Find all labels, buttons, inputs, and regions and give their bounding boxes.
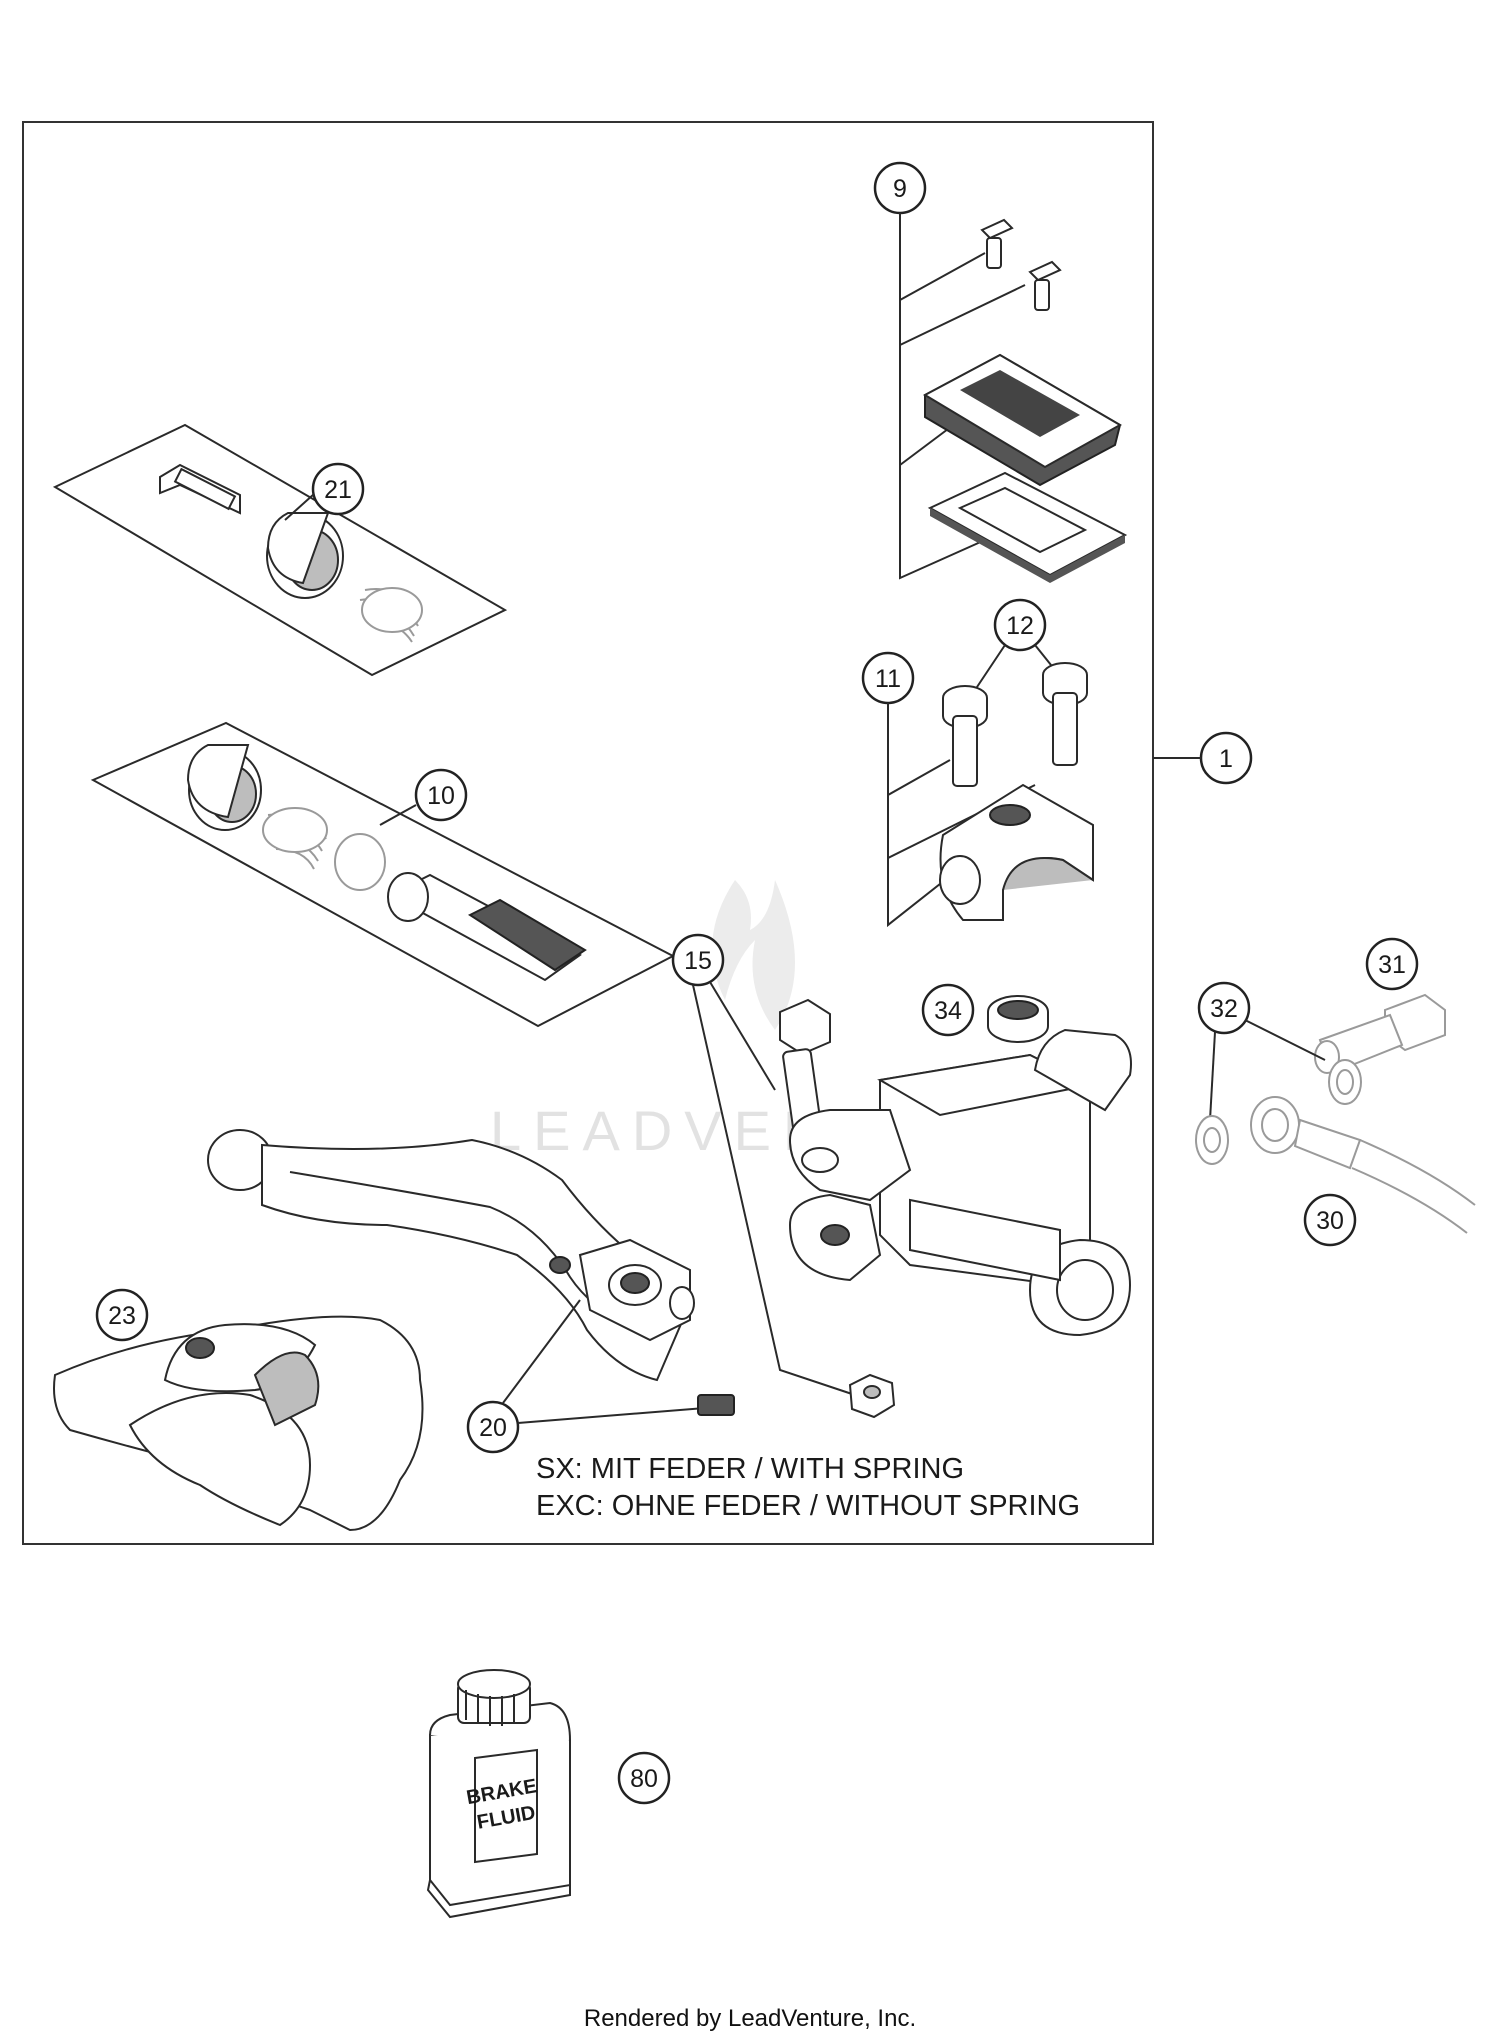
callout-23-label: 23	[108, 1302, 136, 1330]
callout-12-label: 12	[1006, 612, 1034, 640]
circlip-part	[334, 833, 386, 891]
cover-screw-2	[1028, 260, 1062, 311]
callout-20-label: 20	[479, 1414, 507, 1442]
pin-part	[159, 463, 241, 515]
callout-80-label: 80	[630, 1765, 658, 1793]
callout-31-label: 31	[1378, 951, 1406, 979]
spring-part	[359, 587, 423, 643]
master-cylinder-body	[788, 1028, 1132, 1337]
note-line-1: SX: MIT FEDER / WITH SPRING	[536, 1453, 964, 1485]
cover-screw-1	[980, 218, 1014, 269]
callout-21	[311, 462, 365, 516]
callout-30-label: 30	[1316, 1207, 1344, 1235]
brake-hose	[1250, 1096, 1476, 1234]
reservoir-membrane	[927, 471, 1128, 583]
brake-lever	[207, 1129, 695, 1382]
callout-1-label: 1	[1219, 745, 1233, 773]
lever-guard	[53, 1315, 424, 1532]
pivot-nut	[848, 1373, 896, 1419]
spring-part-2	[262, 807, 328, 870]
callout-15	[671, 933, 725, 987]
callout-34-label: 34	[934, 997, 962, 1025]
callout-31	[1365, 937, 1419, 991]
callout-30	[1303, 1193, 1357, 1247]
reservoir-cover	[922, 353, 1123, 487]
callout-21-label: 21	[324, 476, 352, 504]
callout-32-label: 32	[1210, 995, 1238, 1023]
callout-10-label: 10	[427, 782, 455, 810]
brake-fluid-bottle: BRAKE FLUID	[426, 1669, 571, 1919]
reservoir-cap	[987, 995, 1049, 1043]
callout-15-label: 15	[684, 947, 712, 975]
clamp-bolt-2	[1042, 662, 1088, 766]
callout-20	[466, 1400, 520, 1454]
footer-credit: Rendered by LeadVenture, Inc.	[584, 2005, 916, 2032]
callout-11-label: 11	[875, 665, 901, 693]
banjo-bolt	[1314, 993, 1446, 1075]
handlebar-clamp	[939, 783, 1094, 921]
seal-cup-part	[186, 744, 262, 831]
adjuster-screw	[697, 1394, 735, 1416]
callout-10	[414, 768, 468, 822]
callout-23	[95, 1288, 149, 1342]
callout-32	[1197, 981, 1251, 1035]
callout-34	[921, 983, 975, 1037]
piston-part	[387, 872, 587, 982]
callout-12	[993, 598, 1047, 652]
copper-washers	[1195, 1059, 1362, 1165]
kit-10-piston-kit	[90, 721, 676, 1028]
assembly-frame	[22, 121, 1154, 1545]
note-line-2: EXC: OHNE FEDER / WITHOUT SPRING	[536, 1490, 1080, 1522]
cup-seal-part	[266, 512, 344, 599]
callout-80	[617, 1751, 671, 1805]
callout-9-label: 9	[893, 175, 907, 203]
kit-21-piston-seal-kit	[52, 423, 508, 677]
clamp-bolt-1	[942, 685, 988, 787]
